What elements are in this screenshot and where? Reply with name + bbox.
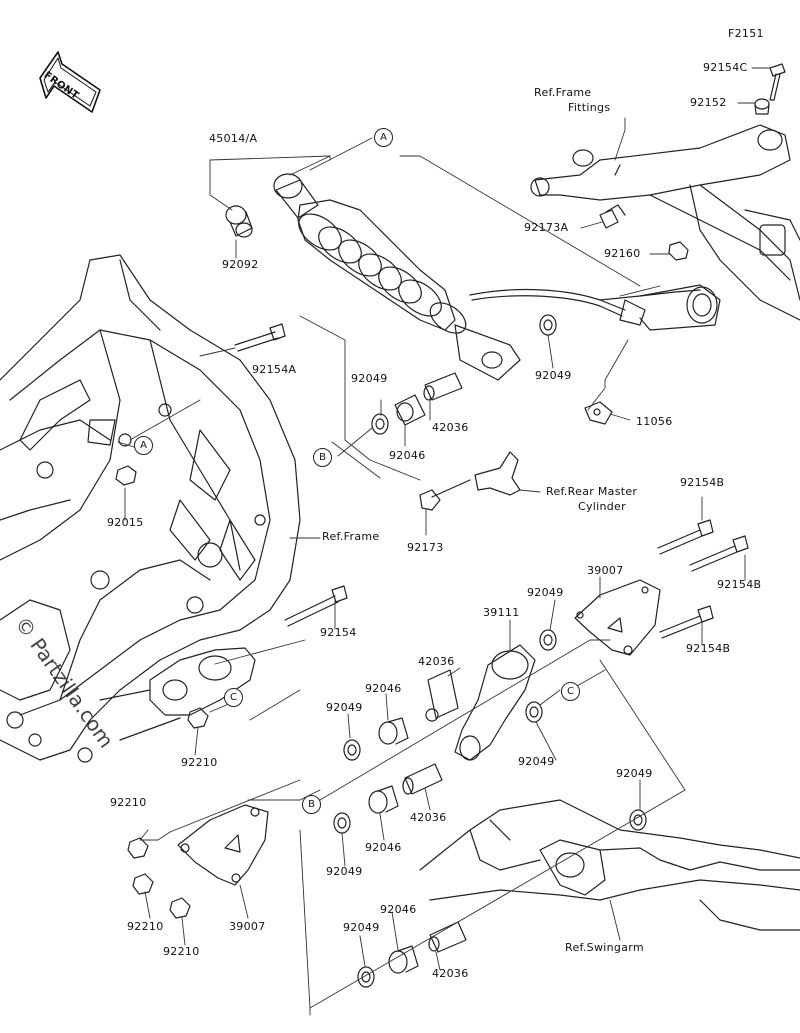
label-92154b-middle: 92154B bbox=[717, 578, 762, 591]
bolt-92154b-upper-icon bbox=[657, 519, 714, 555]
label-92152: 92152 bbox=[690, 96, 727, 109]
label-39007-upper: 39007 bbox=[587, 564, 624, 577]
callout-a-frame: A bbox=[134, 436, 153, 455]
figure-code: F2151 bbox=[728, 27, 764, 40]
nut-92173a-icon bbox=[599, 204, 626, 229]
label-ref-rear-master-2: Cylinder bbox=[578, 500, 626, 513]
swingarm-outline bbox=[419, 799, 800, 931]
front-arrow-icon bbox=[39, 51, 101, 113]
nut-92173-icon bbox=[419, 489, 441, 511]
label-92049-upper-left: 92049 bbox=[351, 372, 388, 385]
label-92210-left-mid: 92210 bbox=[127, 920, 164, 933]
callout-b-lower: B bbox=[302, 795, 321, 814]
label-92049-swingarm: 92049 bbox=[616, 767, 653, 780]
label-92049-link: 92049 bbox=[518, 755, 555, 768]
label-92049-middle-left: 92049 bbox=[326, 701, 363, 714]
leader-lines bbox=[117, 67, 771, 1016]
label-92210-frame: 92210 bbox=[181, 756, 218, 769]
label-92092: 92092 bbox=[222, 258, 259, 271]
label-92154c: 92154C bbox=[703, 61, 748, 74]
nut-92210-left-top-icon bbox=[127, 837, 149, 859]
collar-42036-bottom-icon bbox=[428, 921, 467, 953]
nut-92210-left-mid-icon bbox=[132, 873, 154, 895]
label-42036-upper: 42036 bbox=[432, 421, 469, 434]
collar-92152-icon bbox=[754, 98, 770, 115]
label-92046-lower: 92046 bbox=[365, 841, 402, 854]
label-ref-swingarm: Ref.Swingarm bbox=[565, 941, 644, 954]
oil-seal-92049-swingarm-icon bbox=[629, 809, 647, 831]
label-45014a: 45014/A bbox=[209, 132, 258, 145]
collar-42036-upper-icon bbox=[423, 372, 463, 401]
frame-fittings-outline bbox=[530, 124, 800, 321]
label-92154b-bottom: 92154B bbox=[686, 642, 731, 655]
link-lever-39111-icon bbox=[454, 644, 536, 761]
frame-lower-linkage-icon bbox=[99, 647, 256, 741]
label-ref-frame-fittings-2: Fittings bbox=[568, 101, 611, 114]
bolt-92154a-icon bbox=[234, 323, 286, 352]
bearing-92046-lower-icon bbox=[368, 785, 399, 814]
label-92046-middle: 92046 bbox=[365, 682, 402, 695]
bolt-92154c-icon bbox=[769, 63, 786, 101]
label-92015: 92015 bbox=[107, 516, 144, 529]
nut-92210-left-bottom-icon bbox=[169, 897, 191, 919]
bearing-92046-upper-icon bbox=[394, 394, 426, 426]
nut-92015-icon bbox=[115, 465, 137, 486]
label-92173a: 92173A bbox=[524, 221, 569, 234]
label-39007-lower: 39007 bbox=[229, 920, 266, 933]
oil-seal-92049-lower-icon bbox=[333, 812, 351, 834]
label-92046-upper: 92046 bbox=[389, 449, 426, 462]
bracket-39007-lower-icon bbox=[177, 804, 269, 886]
label-92046-bottom: 92046 bbox=[380, 903, 417, 916]
oil-seal-92049-middle-icon bbox=[343, 739, 361, 761]
master-cylinder-bracket-icon bbox=[431, 451, 521, 498]
oil-seal-92049-link-right-icon bbox=[525, 701, 543, 723]
label-92173: 92173 bbox=[407, 541, 444, 554]
label-92154b-top: 92154B bbox=[680, 476, 725, 489]
nut-92210-frame-icon bbox=[187, 707, 209, 729]
label-92210-left-top: 92210 bbox=[110, 796, 147, 809]
label-39111: 39111 bbox=[483, 606, 520, 619]
frame-outline bbox=[0, 254, 301, 763]
callout-c-link: C bbox=[561, 682, 580, 701]
label-ref-rear-master-1: Ref.Rear Master bbox=[546, 485, 638, 498]
collar-92092-icon bbox=[225, 205, 253, 238]
label-42036-lower: 42036 bbox=[410, 811, 447, 824]
oil-seal-92049-upper-icon bbox=[371, 413, 389, 435]
collar-92160-icon bbox=[668, 241, 689, 261]
bolt-92154b-lower-icon bbox=[659, 605, 714, 639]
callout-c-frame: C bbox=[224, 688, 243, 707]
label-92049-bottom: 92049 bbox=[343, 921, 380, 934]
oil-seal-92049-bottom-icon bbox=[357, 966, 375, 988]
label-42036-bottom: 42036 bbox=[432, 967, 469, 980]
label-42036-middle: 42036 bbox=[418, 655, 455, 668]
label-11056: 11056 bbox=[636, 415, 673, 428]
bolt-92154-icon bbox=[284, 585, 348, 627]
label-92154: 92154 bbox=[320, 626, 357, 639]
label-92160: 92160 bbox=[604, 247, 641, 260]
label-92049-lower: 92049 bbox=[326, 865, 363, 878]
label-92049-upper-right: 92049 bbox=[535, 369, 572, 382]
label-ref-frame: Ref.Frame bbox=[322, 530, 380, 543]
callout-b-upper: B bbox=[313, 448, 332, 467]
oil-seal-92049-middle-right-icon bbox=[539, 629, 557, 651]
collar-42036-middle-icon bbox=[425, 669, 459, 722]
clip-11056-icon bbox=[584, 401, 613, 425]
oil-seal-92049-upper-right-icon bbox=[539, 314, 557, 336]
bolt-92154b-middle-icon bbox=[689, 535, 749, 572]
label-92210-left-bottom: 92210 bbox=[163, 945, 200, 958]
callout-a-top: A bbox=[374, 128, 393, 147]
label-92154a: 92154A bbox=[252, 363, 297, 376]
shock-absorber-icon bbox=[273, 173, 721, 381]
label-92049-middle-top: 92049 bbox=[527, 586, 564, 599]
bearing-92046-middle-icon bbox=[378, 717, 409, 745]
bracket-39007-upper-icon bbox=[574, 579, 661, 656]
label-ref-frame-fittings-1: Ref.Frame bbox=[534, 86, 592, 99]
collar-42036-lower-icon bbox=[402, 763, 443, 795]
